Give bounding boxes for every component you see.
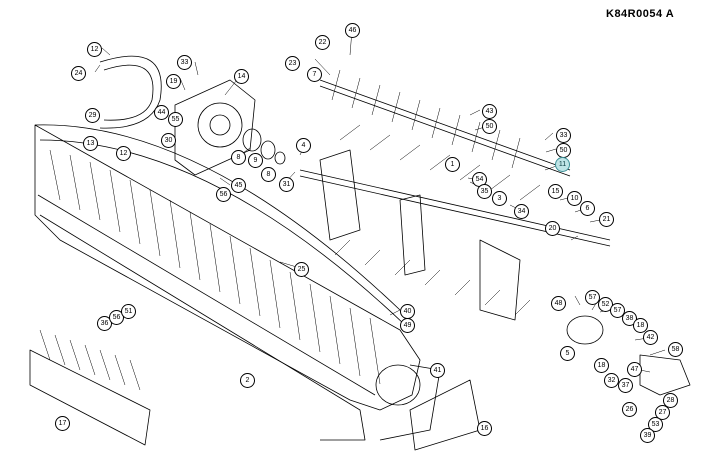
callout-9[interactable]: 9	[248, 153, 263, 168]
belt-teeth	[49, 149, 381, 385]
callout-33b[interactable]: 33	[556, 128, 571, 143]
callout-40[interactable]: 40	[400, 304, 415, 319]
gearbox	[639, 354, 691, 396]
diagram-reference: K84R0054 A	[606, 8, 675, 20]
callout-54a[interactable]: 54	[472, 172, 487, 187]
callout-25[interactable]: 25	[294, 262, 309, 277]
callout-39[interactable]: 39	[640, 428, 655, 443]
callout-57b[interactable]: 57	[610, 303, 625, 318]
callout-3[interactable]: 3	[492, 191, 507, 206]
callout-12a[interactable]: 12	[87, 42, 102, 57]
callout-12b[interactable]: 12	[116, 146, 131, 161]
callout-52[interactable]: 52	[598, 297, 613, 312]
callout-30[interactable]: 30	[161, 133, 176, 148]
pulley-housing	[174, 79, 256, 176]
belt-top-edge	[34, 124, 401, 311]
callout-45[interactable]: 45	[231, 178, 246, 193]
callout-48[interactable]: 48	[551, 296, 566, 311]
callout-58[interactable]: 58	[668, 342, 683, 357]
callout-34[interactable]: 34	[514, 204, 529, 219]
callout-44[interactable]: 44	[154, 105, 169, 120]
callout-49[interactable]: 49	[400, 318, 415, 333]
callout-8b[interactable]: 8	[261, 167, 276, 182]
callout-47[interactable]: 47	[627, 362, 642, 377]
callout-20[interactable]: 20	[545, 221, 560, 236]
belt-strap	[99, 55, 162, 129]
callout-41[interactable]: 41	[430, 363, 445, 378]
callout-18a[interactable]: 18	[633, 318, 648, 333]
callout-24[interactable]: 24	[71, 66, 86, 81]
callout-19[interactable]: 19	[166, 74, 181, 89]
callout-53[interactable]: 53	[648, 417, 663, 432]
deflector	[409, 379, 481, 451]
callout-4[interactable]: 4	[296, 138, 311, 153]
callout-28[interactable]: 28	[663, 393, 678, 408]
callout-22[interactable]: 22	[315, 35, 330, 50]
callout-37[interactable]: 37	[618, 378, 633, 393]
drum-end	[375, 364, 421, 406]
callout-18b[interactable]: 18	[594, 358, 609, 373]
callout-35[interactable]: 35	[477, 184, 492, 199]
callout-13[interactable]: 13	[83, 136, 98, 151]
callout-55[interactable]: 55	[168, 112, 183, 127]
callout-33a[interactable]: 33	[177, 55, 192, 70]
upper-shaft	[319, 79, 571, 171]
callout-26[interactable]: 26	[622, 402, 637, 417]
callout-8a[interactable]: 8	[231, 150, 246, 165]
callout-42[interactable]: 42	[643, 330, 658, 345]
upper-tines	[331, 69, 521, 169]
callout-46[interactable]: 46	[345, 23, 360, 38]
callout-6[interactable]: 6	[580, 201, 595, 216]
callout-5[interactable]: 5	[560, 346, 575, 361]
tine-bar-inset	[29, 349, 151, 446]
callout-10[interactable]: 10	[567, 191, 582, 206]
callout-23[interactable]: 23	[285, 56, 300, 71]
pickup-housing	[34, 124, 421, 411]
callout-11-highlighted[interactable]: 11	[555, 157, 570, 172]
callout-14[interactable]: 14	[234, 69, 249, 84]
callout-32[interactable]: 32	[604, 373, 619, 388]
reel-frame	[319, 149, 361, 241]
callout-7[interactable]: 7	[307, 67, 322, 82]
callout-21[interactable]: 21	[599, 212, 614, 227]
callout-17[interactable]: 17	[55, 416, 70, 431]
callout-29[interactable]: 29	[85, 108, 100, 123]
reel-tines	[334, 124, 541, 316]
lower-shaft	[299, 169, 611, 241]
callout-50a[interactable]: 50	[482, 119, 497, 134]
callout-51[interactable]: 51	[121, 304, 136, 319]
callout-50b[interactable]: 50	[556, 143, 571, 158]
callout-43[interactable]: 43	[482, 104, 497, 119]
callout-57a[interactable]: 57	[585, 290, 600, 305]
callout-31[interactable]: 31	[279, 177, 294, 192]
callout-2[interactable]: 2	[240, 373, 255, 388]
callout-16[interactable]: 16	[477, 421, 492, 436]
callout-56a[interactable]: 56	[216, 187, 231, 202]
callout-15[interactable]: 15	[548, 184, 563, 199]
callout-27[interactable]: 27	[655, 405, 670, 420]
callout-1[interactable]: 1	[445, 157, 460, 172]
